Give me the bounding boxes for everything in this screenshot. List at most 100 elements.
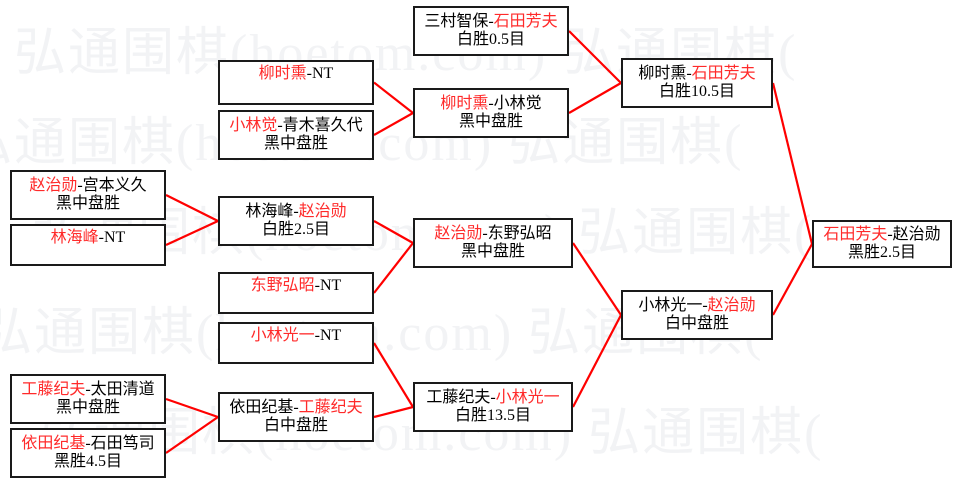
player-left: 依田纪基 (21, 434, 86, 452)
match-box[interactable]: 小林光一-NT (218, 322, 374, 364)
player-separator: - (887, 225, 893, 243)
player-separator: - (686, 64, 692, 82)
match-players: 林海峰-NT (51, 229, 126, 247)
connector-line (165, 416, 219, 454)
connector-line (568, 82, 622, 114)
match-result: 黑中盘胜 (458, 113, 523, 130)
connector-line (165, 220, 219, 246)
match-box[interactable]: 工藤纪夫-小林光一白胜13.5目 (413, 382, 573, 432)
match-box[interactable]: 依田纪基-工藤纪夫白中盘胜 (218, 392, 374, 442)
player-separator: - (77, 176, 83, 194)
player-right: 太田清道 (90, 380, 155, 398)
match-players: 林海峰-赵治勋 (245, 203, 346, 221)
connector-line (373, 81, 414, 114)
match-players: 东野弘昭-NT (251, 277, 342, 295)
player-separator: - (482, 224, 488, 242)
match-players: 三村智保-石田芳夫 (424, 13, 557, 31)
connector-line (373, 405, 414, 419)
player-right: 赵治勋 (707, 296, 756, 314)
player-separator: - (306, 65, 312, 82)
match-result: 白胜10.5目 (658, 83, 735, 100)
connector-line (771, 82, 814, 245)
match-box[interactable]: 小林觉-青木喜久代黑中盘胜 (218, 110, 374, 160)
player-left: 工藤纪夫 (21, 380, 86, 398)
match-players: 依田纪基-石田笃司 (21, 435, 154, 453)
match-players: 石田芳夫-赵治勋 (823, 226, 940, 244)
player-separator: - (488, 94, 494, 112)
match-players: 小林光一-NT (251, 327, 342, 345)
player-separator: - (98, 229, 104, 246)
match-box[interactable]: 柳时熏-小林觉黑中盘胜 (413, 88, 569, 138)
player-right: 赵治勋 (298, 202, 347, 220)
player-right: 石田芳夫 (691, 64, 756, 82)
match-box[interactable]: 柳时熏-NT (218, 60, 374, 105)
match-box[interactable]: 小林光一-赵治勋白中盘胜 (621, 290, 773, 340)
match-result: 白中盘胜 (664, 315, 729, 332)
player-left: 柳时熏 (440, 94, 489, 112)
match-result: 白胜13.5目 (454, 407, 531, 424)
player-separator: - (488, 12, 494, 30)
player-left: 小林觉 (229, 116, 278, 134)
player-right: 赵治勋 (892, 225, 941, 243)
match-players: 小林光一-赵治勋 (638, 297, 755, 315)
match-box[interactable]: 林海峰-赵治勋白胜2.5目 (218, 196, 374, 246)
player-separator: - (85, 434, 91, 452)
match-players: 柳时熏-石田芳夫 (638, 65, 755, 83)
player-right: 宫本义久 (82, 176, 147, 194)
connector-line (373, 220, 414, 244)
connector-line (572, 242, 622, 316)
match-players: 柳时熏-NT (259, 65, 334, 83)
player-right: 工藤纪夫 (298, 398, 363, 416)
player-left: 柳时熏 (638, 64, 687, 82)
player-left: 赵治勋 (434, 224, 483, 242)
player-separator: - (314, 327, 320, 344)
player-left: 柳时熏 (258, 65, 307, 82)
match-box[interactable]: 柳时熏-石田芳夫白胜10.5目 (621, 58, 773, 108)
player-left: 东野弘昭 (250, 277, 315, 294)
connector-line (165, 194, 219, 222)
connector-line (373, 342, 414, 408)
player-separator: - (277, 116, 283, 134)
match-box[interactable]: 赵治勋-东野弘昭黑中盘胜 (413, 218, 573, 268)
player-separator: - (702, 296, 708, 314)
connector-line (373, 112, 414, 136)
match-box[interactable]: 林海峰-NT (10, 224, 166, 266)
match-box[interactable]: 东野弘昭-NT (218, 272, 374, 314)
connector-line (165, 397, 219, 419)
player-right: 石田芳夫 (493, 12, 558, 30)
match-players: 柳时熏-小林觉 (440, 95, 541, 113)
player-left: 小林光一 (250, 327, 315, 344)
player-left: 赵治勋 (29, 176, 78, 194)
player-right: 石田笃司 (90, 434, 155, 452)
match-players: 工藤纪夫-小林光一 (426, 389, 559, 407)
player-right: NT (104, 229, 126, 246)
match-result: 白中盘胜 (263, 417, 328, 434)
match-box[interactable]: 石田芳夫-赵治勋黑胜2.5目 (812, 220, 952, 268)
match-result: 黑中盘胜 (55, 399, 120, 416)
match-result: 白胜2.5目 (261, 221, 330, 238)
player-right: 小林光一 (495, 388, 560, 406)
player-right: NT (320, 277, 342, 294)
match-box[interactable]: 工藤纪夫-太田清道黑中盘胜 (10, 374, 166, 424)
connector-line (568, 30, 622, 84)
player-left: 依田纪基 (229, 398, 294, 416)
match-box[interactable]: 赵治勋-宫本义久黑中盘胜 (10, 170, 166, 220)
match-box[interactable]: 依田纪基-石田笃司黑胜4.5目 (10, 428, 166, 478)
match-players: 依田纪基-工藤纪夫 (229, 399, 362, 417)
player-left: 三村智保 (424, 12, 489, 30)
match-result: 黑胜2.5目 (847, 244, 916, 261)
player-right: NT (312, 65, 334, 82)
player-right: NT (320, 327, 342, 344)
connector-line (572, 314, 622, 408)
match-box[interactable]: 三村智保-石田芳夫白胜0.5目 (413, 6, 569, 56)
player-left: 林海峰 (50, 229, 99, 246)
player-separator: - (293, 398, 299, 416)
player-right: 青木喜久代 (282, 116, 363, 134)
match-players: 赵治勋-东野弘昭 (434, 225, 551, 243)
player-left: 小林光一 (638, 296, 703, 314)
match-players: 赵治勋-宫本义久 (29, 177, 146, 195)
player-right: 东野弘昭 (487, 224, 552, 242)
match-result: 黑中盘胜 (460, 243, 525, 260)
player-left: 林海峰 (245, 202, 294, 220)
